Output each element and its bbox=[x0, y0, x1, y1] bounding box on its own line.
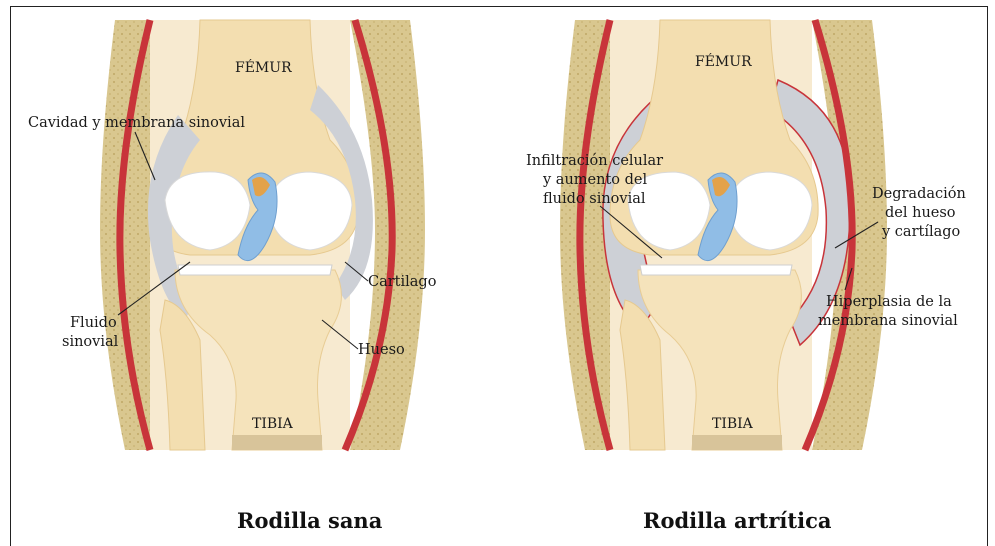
label-fluido-2: sinovial bbox=[62, 334, 119, 350]
label-degradacion-1: Degradación bbox=[872, 186, 966, 202]
femur-label-left: FÉMUR bbox=[235, 58, 292, 76]
caption-arthritic: Rodilla artrítica bbox=[643, 508, 832, 533]
label-infiltracion-2: y aumento del bbox=[542, 172, 647, 188]
tibia-label-left: TIBIA bbox=[252, 416, 294, 432]
caption-healthy: Rodilla sana bbox=[237, 508, 383, 533]
healthy-knee bbox=[100, 20, 425, 450]
arthritic-knee bbox=[560, 20, 887, 450]
label-degradacion-2: del hueso bbox=[885, 205, 956, 221]
label-cartilago: Cartilago bbox=[368, 274, 436, 290]
tibia-label-right: TIBIA bbox=[712, 416, 754, 432]
label-infiltracion-3: fluido sinovial bbox=[543, 191, 646, 207]
label-hiperplasia-1: Hiperplasia de la bbox=[826, 294, 952, 310]
femur-label-right: FÉMUR bbox=[695, 52, 752, 70]
label-infiltracion-1: Infiltración celular bbox=[526, 153, 663, 169]
label-hueso: Hueso bbox=[358, 342, 405, 358]
label-degradacion-3: y cartílago bbox=[881, 224, 960, 240]
label-fluido-1: Fluido bbox=[70, 315, 117, 331]
label-cavidad: Cavidad y membrana sinovial bbox=[28, 115, 245, 131]
label-hiperplasia-2: membrana sinovial bbox=[818, 313, 958, 329]
